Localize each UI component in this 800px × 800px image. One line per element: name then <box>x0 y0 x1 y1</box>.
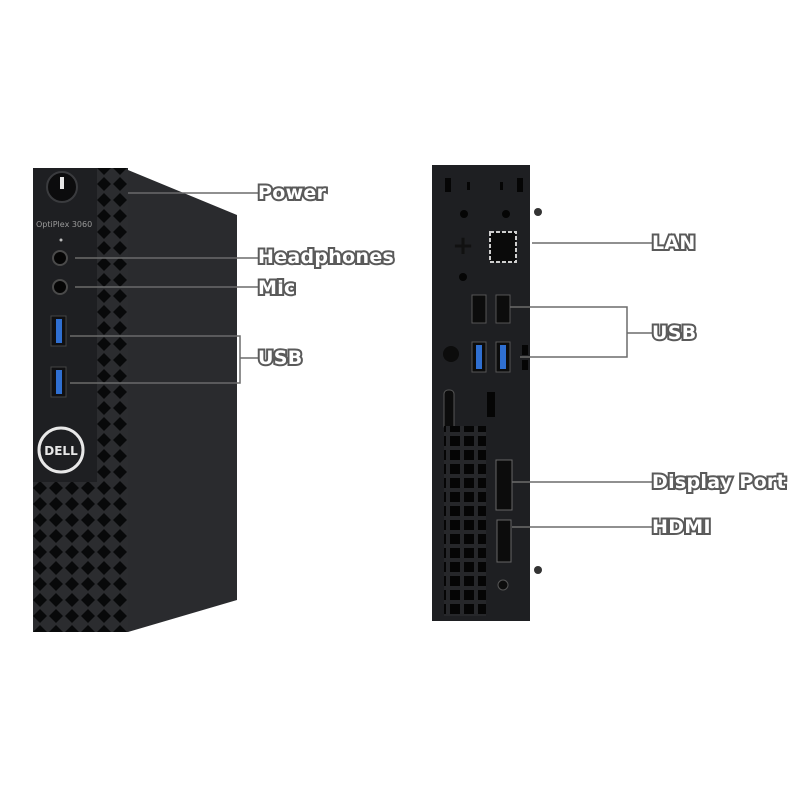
front-leader-lines <box>70 192 258 384</box>
label-lan: LAN <box>650 230 697 256</box>
back-usb2-port-1 <box>471 294 487 324</box>
back-vent-grille <box>444 426 486 616</box>
side-panel <box>128 170 237 632</box>
back-view-pc: + <box>432 165 542 621</box>
thumbscrew <box>534 566 542 574</box>
lan-port <box>489 231 517 263</box>
headphone-jack <box>52 250 68 266</box>
label-mic: Mic <box>256 275 297 301</box>
display-port <box>495 459 513 511</box>
security-slot <box>487 392 495 417</box>
cable-clip <box>443 346 459 362</box>
label-hdmi: HDMI <box>650 514 713 540</box>
power-in-icon: + <box>452 231 474 261</box>
label-power: Power <box>256 180 328 206</box>
hdmi-port <box>496 519 512 563</box>
label-headphones: Headphones <box>256 244 396 270</box>
front-lower-grille <box>33 482 128 632</box>
back-leader-lines <box>510 242 652 528</box>
label-display-port: Display Port <box>650 469 788 495</box>
label-back-usb: USB <box>650 320 698 346</box>
thumbscrew <box>534 208 542 216</box>
dell-logo <box>37 426 85 474</box>
model-text: OptiPlex 3060 <box>36 220 92 229</box>
activity-led <box>59 238 63 242</box>
front-view-pc: OptiPlex 3060 DELL <box>33 168 237 632</box>
mic-jack <box>52 279 68 295</box>
dell-logo-text: DELL <box>44 444 78 458</box>
label-front-usb: USB <box>256 345 304 371</box>
power-icon <box>60 177 64 189</box>
back-usb2-port-2 <box>495 294 511 324</box>
